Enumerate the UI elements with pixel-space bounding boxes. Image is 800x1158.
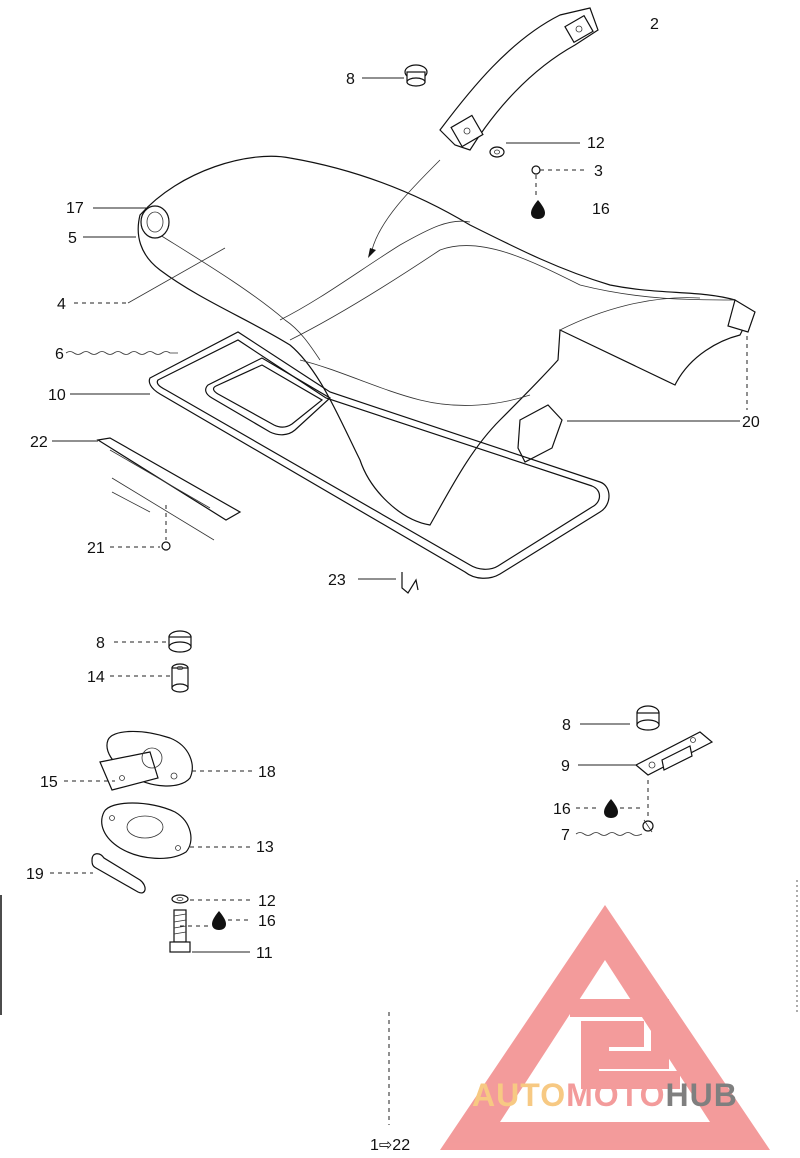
washer-12-top (489, 146, 505, 158)
callout-8: 8 (562, 717, 571, 734)
callout-10: 10 (48, 387, 66, 404)
callout-22: 22 (30, 434, 48, 451)
seat-frame-gaskets (148, 331, 610, 579)
callout-15: 15 (40, 774, 58, 791)
callout-8: 8 (96, 635, 105, 652)
watermark-text-moto: MOTO (566, 1077, 665, 1113)
callout-11: 11 (256, 945, 273, 962)
drop-16-icon-top (531, 200, 545, 219)
callout-17: 17 (66, 200, 84, 217)
callout-8: 8 (346, 71, 355, 88)
clip-23 (401, 572, 419, 594)
seat-assembly (137, 155, 756, 526)
callout-6: 6 (55, 346, 64, 363)
callout-14: 14 (87, 669, 105, 686)
bolt-8-left (168, 630, 192, 653)
bolt-8-right (636, 705, 660, 731)
bracket-9 (634, 731, 714, 776)
callout-13: 13 (256, 839, 274, 856)
screw-3 (531, 165, 541, 195)
grab-handle (439, 7, 599, 151)
callout-12: 12 (587, 135, 605, 152)
washer-12-lower (171, 894, 189, 904)
svg-text:AUTOMOTOHUB: AUTOMOTOHUB (472, 1077, 738, 1113)
watermark-text-auto: AUTO (472, 1077, 566, 1113)
watermark-text-hub: HUB (665, 1077, 737, 1113)
leader-lines (0, 77, 798, 1125)
footer-reference: 1⇨22 (370, 1137, 410, 1154)
bolt-11 (169, 909, 191, 953)
screw-7 (642, 780, 654, 833)
trim-strip-22 (96, 437, 242, 541)
callout-16: 16 (258, 913, 276, 930)
drop-16-icon-lower (212, 911, 226, 930)
callout-21: 21 (87, 540, 105, 557)
drop-16-icon-right (604, 799, 618, 818)
callout-18: 18 (258, 764, 276, 781)
callout-12: 12 (258, 893, 276, 910)
callout-3: 3 (594, 163, 603, 180)
callout-4: 4 (57, 296, 66, 313)
cable-19 (91, 853, 146, 894)
callout-20: 20 (742, 414, 760, 431)
bushing-14 (171, 663, 189, 693)
callout-23: 23 (328, 572, 346, 589)
callout-16: 16 (592, 201, 610, 218)
page-number: 2 (650, 16, 659, 33)
callout-7: 7 (561, 827, 570, 844)
callout-19: 19 (26, 866, 44, 883)
callout-9: 9 (561, 758, 570, 775)
latch-base-13 (101, 802, 192, 859)
callout-labels: 2 8 12 3 16 17 5 4 6 10 22 20 21 23 8 14… (26, 16, 760, 1154)
watermark-triangle-icon (440, 905, 770, 1150)
screw-21 (161, 505, 171, 551)
watermark-logo: AUTOMOTOHUB (440, 905, 770, 1150)
bolt-8-top (404, 64, 428, 87)
callout-5: 5 (68, 230, 77, 247)
callout-16: 16 (553, 801, 571, 818)
